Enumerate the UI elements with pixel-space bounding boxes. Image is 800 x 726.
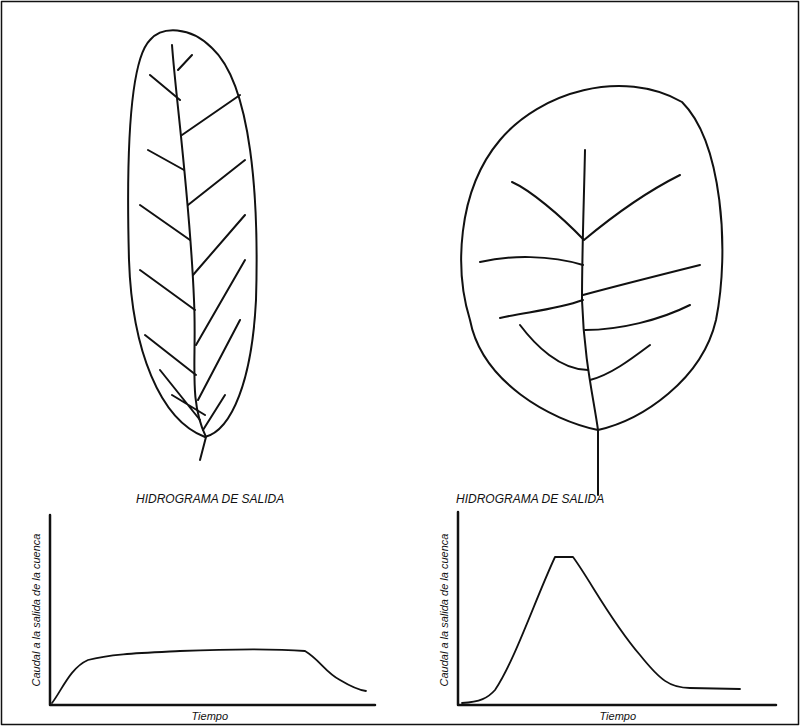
hydrograph-round [458, 512, 776, 705]
hydrograph-elongated [50, 515, 375, 705]
round-basin [461, 86, 722, 495]
axis-label: Caudal a la salida de la cuenca [30, 534, 42, 687]
chart-title: HIDROGRAMA DE SALIDA [456, 493, 604, 506]
axis-label: Tiempo [192, 710, 229, 722]
elongated-basin [128, 30, 257, 460]
chart-title: HIDROGRAMA DE SALIDA [136, 493, 284, 506]
axis-label: Caudal a la salida de la cuenca [438, 534, 450, 687]
axis-label: Tiempo [600, 710, 637, 722]
